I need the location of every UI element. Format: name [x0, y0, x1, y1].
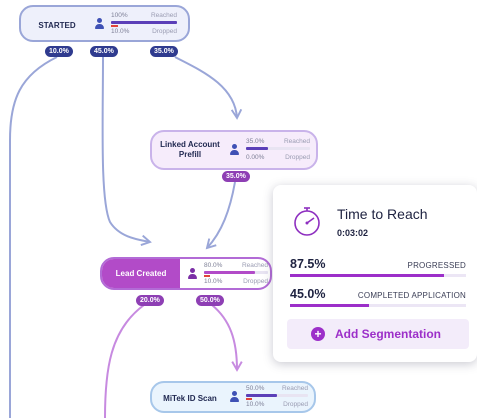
started-dropped-bar	[111, 24, 177, 27]
mitek-reached-label: Reached	[281, 385, 308, 392]
metric-progressed: 87.5% PROGRESSED	[290, 257, 466, 277]
lead-reached-label: Reached	[241, 261, 268, 269]
pill-lead-right[interactable]: 50.0%	[196, 295, 224, 306]
connector-started-lead	[101, 56, 152, 246]
pill-linked-out[interactable]: 35.0%	[222, 171, 250, 182]
user-icon	[93, 17, 105, 30]
mitek-dropped-label: Dropped	[283, 401, 308, 408]
linked-reached-value: 35.0%	[246, 138, 265, 145]
add-segmentation-button[interactable]: + Add Segmentation	[287, 319, 469, 349]
pill-started-left[interactable]: 10.0%	[45, 46, 73, 57]
linked-reached-bar	[246, 147, 310, 150]
mitek-reached-value: 50.0%	[246, 385, 265, 392]
user-icon	[228, 391, 240, 403]
lead-dropped-value: 10.0%	[204, 277, 223, 285]
time-to-reach-popup: Time to Reach 0:03:02 87.5% PROGRESSED 4…	[273, 185, 477, 362]
node-lead-created[interactable]: Lead Created 80.0% Reached 10.0% Dropped	[100, 257, 272, 290]
lead-dropped-label: Dropped	[243, 277, 268, 285]
started-reached-value: 100%	[111, 11, 128, 19]
connector-started-linked	[174, 56, 243, 120]
stopwatch-icon	[294, 207, 320, 236]
popup-time: 0:03:02	[337, 228, 369, 238]
node-lead-title: Lead Created	[115, 268, 167, 278]
mitek-dropped-value: 10.0%	[246, 401, 265, 408]
add-segmentation-label: Add Segmentation	[335, 327, 442, 341]
node-started[interactable]: STARTED 100% Reached 10.0% Dropped	[19, 5, 190, 42]
metric-completed-bar	[290, 304, 466, 307]
mitek-reached-bar	[246, 394, 308, 397]
pill-lead-left[interactable]: 20.0%	[136, 295, 164, 306]
connector-lead-mitek	[211, 304, 243, 372]
user-icon	[228, 144, 240, 156]
lead-reached-bar	[204, 270, 268, 274]
metric-progressed-value: 87.5%	[290, 257, 326, 271]
metric-completed-application: 45.0% COMPLETED APPLICATION	[290, 287, 466, 307]
mitek-dropped-bar	[246, 398, 308, 400]
linked-dropped-label: Dropped	[285, 154, 310, 161]
popup-title: Time to Reach	[337, 206, 428, 222]
lead-dropped-bar	[204, 274, 268, 277]
linked-reached-label: Reached	[283, 138, 310, 145]
node-linked-title-line2: Prefill	[178, 150, 202, 159]
metric-progressed-bar	[290, 274, 466, 277]
lead-reached-value: 80.0%	[204, 261, 223, 269]
linked-dropped-bar	[246, 151, 310, 153]
started-dropped-value: 10.0%	[111, 27, 130, 35]
pill-started-mid[interactable]: 45.0%	[90, 46, 118, 57]
linked-dropped-value: 0.00%	[246, 154, 265, 161]
pill-started-right[interactable]: 35.0%	[150, 46, 178, 57]
metric-completed-value: 45.0%	[290, 287, 326, 301]
metric-progressed-caption: PROGRESSED	[407, 261, 466, 270]
started-reached-label: Reached	[150, 11, 177, 19]
node-started-title: STARTED	[38, 20, 76, 30]
started-reached-bar	[111, 20, 177, 24]
connector-started-left	[9, 56, 58, 418]
node-linked-account[interactable]: Linked Account Prefill 35.0% Reached 0.00…	[150, 130, 318, 170]
node-linked-title-line1: Linked Account	[160, 140, 220, 149]
node-mitek-title: MiTek ID Scan	[163, 394, 217, 403]
user-icon	[186, 267, 198, 280]
started-dropped-label: Dropped	[152, 27, 177, 35]
plus-icon: +	[311, 327, 325, 341]
connector-linked-lead	[205, 181, 236, 250]
node-mitek-id-scan[interactable]: MiTek ID Scan 50.0% Reached 10.0% Dropped	[150, 381, 316, 413]
connector-lead-left	[104, 304, 145, 418]
metric-completed-caption: COMPLETED APPLICATION	[357, 291, 466, 300]
